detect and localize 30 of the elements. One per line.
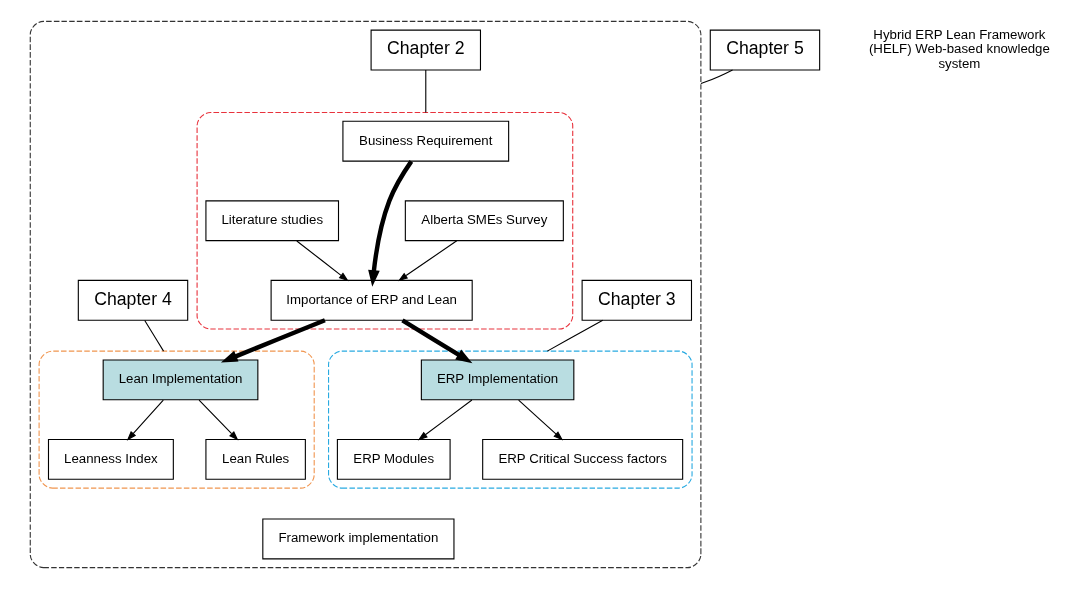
node-box: ERP Modules xyxy=(336,438,451,480)
node-box: Chapter 3 xyxy=(581,279,693,321)
arrow xyxy=(126,399,164,441)
node-box: Leanness Index xyxy=(47,438,174,480)
node-box: Literature studies xyxy=(205,200,340,242)
connector xyxy=(546,319,604,352)
label: Hybrid ERP Lean Framework (HELF) Web-based knowledge system xyxy=(868,27,1050,71)
node-box: Lean Rules xyxy=(205,438,306,480)
arrow xyxy=(397,240,458,282)
arrow xyxy=(198,399,239,441)
node-box: Chapter 4 xyxy=(77,279,189,321)
arrow xyxy=(368,160,414,287)
node-box: Framework implementation xyxy=(262,518,455,560)
node-box: Importance of ERP and Lean xyxy=(270,279,473,321)
node-box: Chapter 2 xyxy=(370,29,482,71)
arrow xyxy=(296,240,349,282)
connector xyxy=(425,69,427,114)
arrow xyxy=(417,399,473,441)
node-box: Business Requirement xyxy=(342,120,510,162)
node-box: Chapter 5 xyxy=(709,29,821,71)
arrow xyxy=(518,399,564,441)
cluster xyxy=(29,20,702,569)
node-box: Alberta SMEs Survey xyxy=(404,200,564,242)
node-box: ERP Critical Success factors xyxy=(482,438,684,480)
cluster xyxy=(196,111,574,330)
connector xyxy=(700,69,734,85)
node-box: ERP Implementation xyxy=(420,359,575,401)
arrow xyxy=(401,318,473,364)
connector xyxy=(144,319,165,352)
node-box: Lean Implementation xyxy=(102,359,259,401)
